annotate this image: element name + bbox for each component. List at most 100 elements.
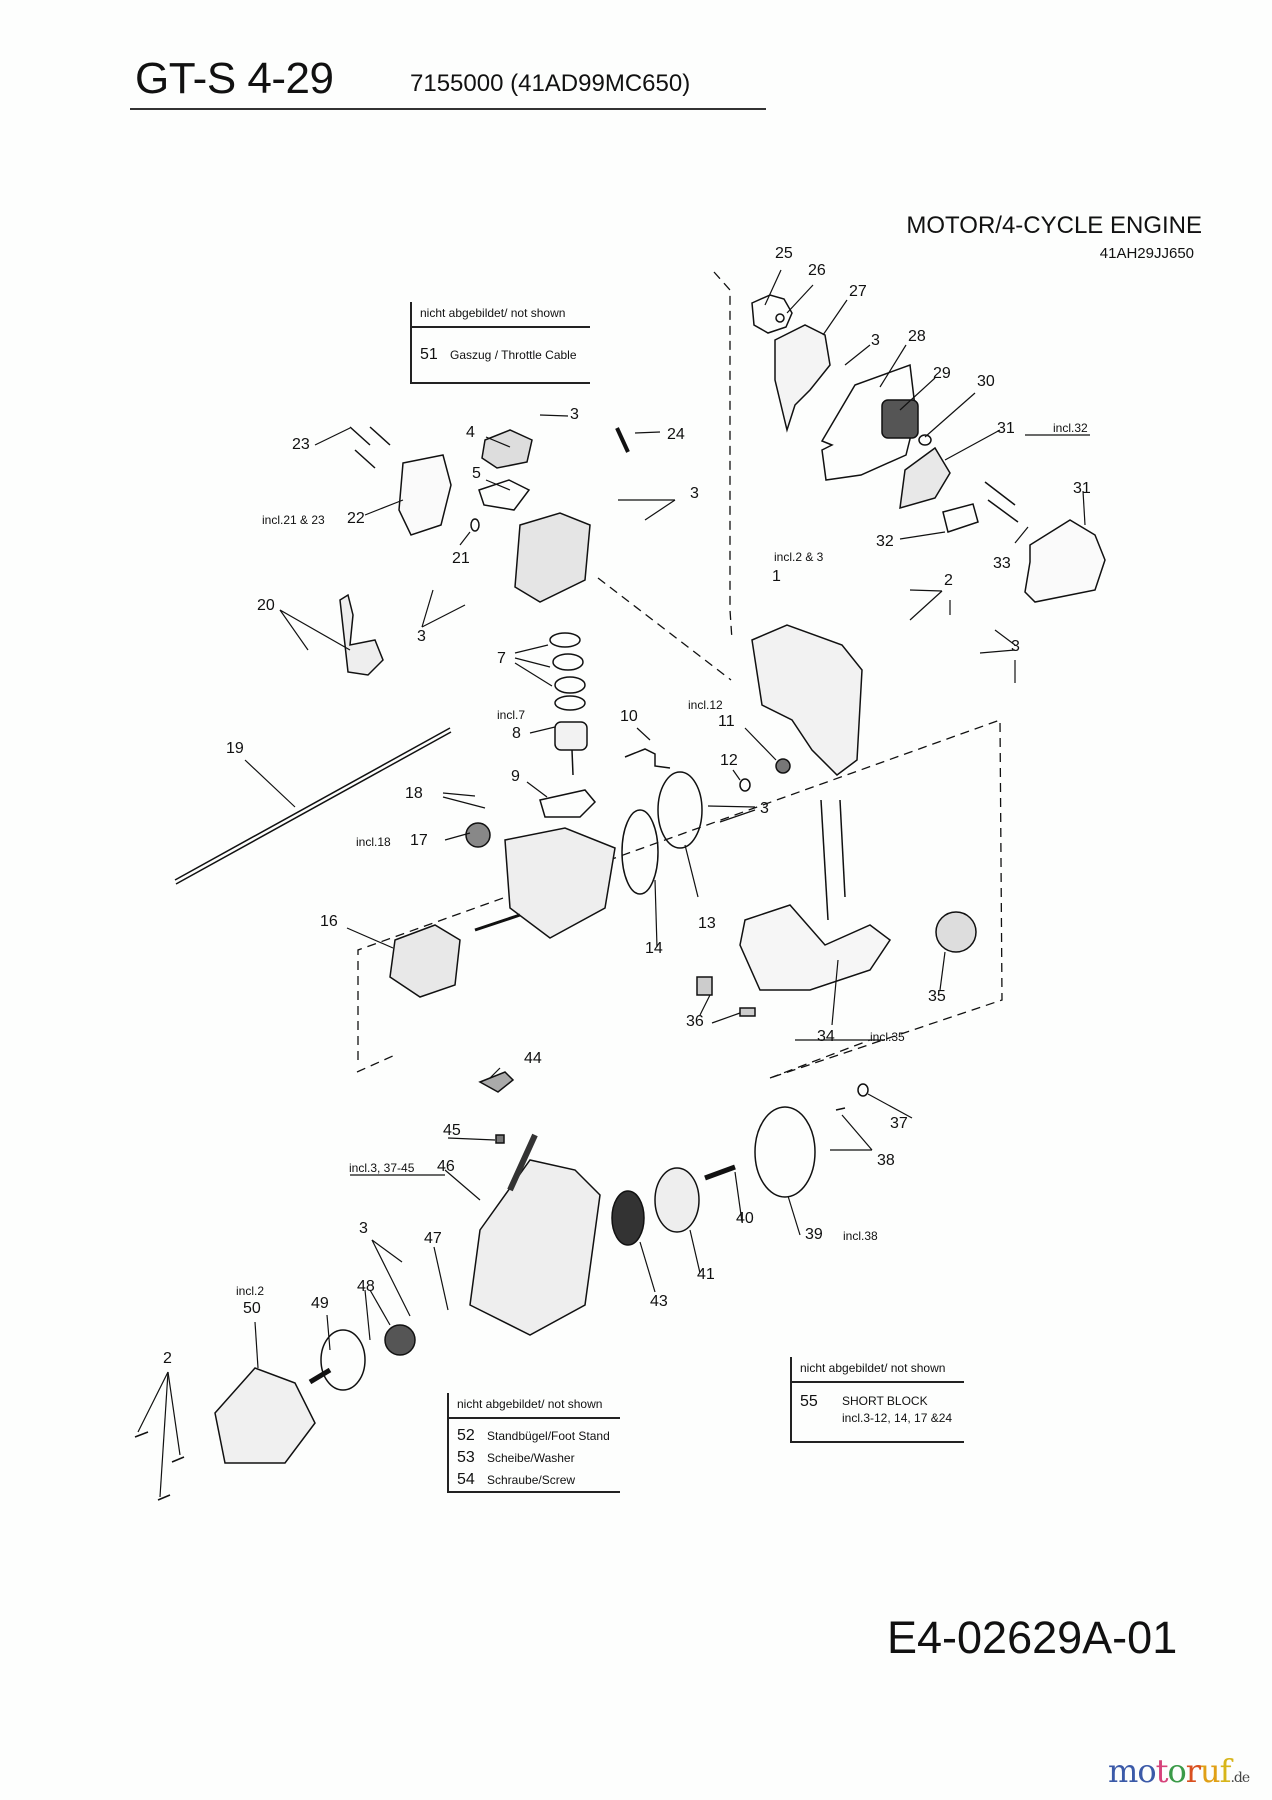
part-12-ring (739, 778, 751, 792)
callout-48: 48 (357, 1278, 375, 1295)
include-note-1: incl.2 & 3 (774, 550, 824, 564)
cylinder (514, 512, 591, 603)
part-7-ring (552, 653, 584, 671)
item-number: 55 (800, 1393, 818, 1410)
callout-35: 35 (928, 988, 946, 1005)
not-shown-heading: nicht abgebildet/ not shown (792, 1357, 964, 1383)
callout-44: 44 (524, 1050, 542, 1067)
part-49-clutch-drum (320, 1329, 366, 1391)
callout-41: 41 (697, 1266, 715, 1283)
part-7-ring (549, 632, 581, 648)
item-text: Scheibe/Washer (487, 1451, 575, 1465)
include-note-31: incl.32 (1053, 421, 1088, 435)
callout-10: 10 (620, 708, 638, 725)
callout-50: 50 (243, 1300, 261, 1317)
part-23-screw (349, 426, 371, 446)
callout-22: 22 (347, 510, 365, 527)
callout-14: 14 (645, 940, 663, 957)
callout-9: 9 (511, 768, 520, 785)
item-text: Standbügel/Foot Stand (487, 1429, 610, 1443)
not-shown-heading: nicht abgebildet/ not shown (412, 302, 590, 328)
not-shown-box-51: nicht abgebildet/ not shown 51 Gaszug / … (410, 302, 590, 384)
part-27-holder (774, 324, 831, 433)
part-25-gasket (751, 294, 793, 334)
callout-34: 34 (817, 1028, 835, 1045)
callout-17: 17 (410, 832, 428, 849)
callout-19: 19 (226, 740, 244, 757)
not-shown-box-55: nicht abgebildet/ not shown 55 SHORT BLO… (790, 1357, 964, 1443)
callout-43: 43 (650, 1293, 668, 1310)
part-43-spring (611, 1190, 645, 1246)
callout-46: 46 (437, 1158, 455, 1175)
callout-3: 3 (417, 628, 426, 645)
item-text: SHORT BLOCK (842, 1394, 928, 1408)
not-shown-item: 53 Scheibe/Washer (449, 1447, 620, 1469)
part-28-plate (820, 363, 917, 481)
callout-32: 32 (876, 533, 894, 550)
not-shown-box-52-54: nicht abgebildet/ not shown 52 Standbüge… (447, 1393, 620, 1493)
part-2-screw (171, 1456, 185, 1463)
item-text: Gaszug / Throttle Cable (450, 348, 577, 362)
part-26-nut (775, 313, 785, 323)
part-14-oring (621, 809, 659, 895)
not-shown-item: 51 Gaszug / Throttle Cable (412, 328, 590, 366)
callout-2: 2 (163, 1350, 172, 1367)
include-note-11: incl.12 (688, 698, 723, 712)
not-shown-item: 55 SHORT BLOCK incl.3-12, 14, 17 &24 (792, 1383, 964, 1429)
not-shown-heading: nicht abgebildet/ not shown (449, 1393, 620, 1419)
include-note-8: incl.7 (497, 708, 526, 722)
part-35-fuel-cap (935, 911, 977, 953)
part-32-filter (942, 503, 979, 533)
part-1-housing (751, 624, 863, 776)
callout-3: 3 (760, 800, 769, 817)
logo-letter: o (1167, 1752, 1186, 1790)
part-30-ring (918, 434, 932, 446)
logo-tld: .de (1230, 1770, 1250, 1786)
part-2-screw (157, 1494, 171, 1501)
part-9-gasket (539, 789, 597, 818)
item-number: 53 (457, 1449, 475, 1466)
callout-3: 3 (570, 406, 579, 423)
logo-letter: m (1108, 1752, 1138, 1790)
crankcase (504, 827, 616, 939)
include-note-50: incl.2 (236, 1284, 265, 1298)
callout-5: 5 (472, 465, 481, 482)
callout-40: 40 (736, 1210, 754, 1227)
part-31-cover (1024, 519, 1106, 603)
callout-33: 33 (993, 555, 1011, 572)
item-number: 54 (457, 1471, 475, 1488)
part-19-cable (174, 727, 451, 881)
callout-11: 11 (718, 713, 735, 730)
part-4-valve-cover (481, 429, 533, 469)
callout-39: 39 (805, 1226, 823, 1243)
logo-letter: o (1137, 1752, 1156, 1790)
part-7-ring (554, 695, 586, 711)
part-29-carburetor (881, 399, 919, 439)
callout-1: 1 (772, 568, 781, 585)
logo-letter: f (1219, 1752, 1232, 1790)
item-text: Schraube/Screw (487, 1473, 576, 1487)
part-17-part (465, 822, 491, 848)
callout-7: 7 (497, 650, 506, 667)
logo-letter: t (1155, 1752, 1169, 1790)
part-21-oring (470, 518, 480, 532)
callout-30: 30 (977, 373, 995, 390)
motoruf-logo[interactable]: motoruf.de (1108, 1752, 1250, 1790)
callout-28: 28 (908, 328, 926, 345)
callout-3: 3 (690, 485, 699, 502)
callout-20: 20 (257, 597, 275, 614)
part-48-clutch (384, 1324, 416, 1356)
include-note-17: incl.18 (356, 835, 391, 849)
section-title: MOTOR/4-CYCLE ENGINE (906, 212, 1202, 239)
part-numbers: 7155000 (41AD99MC650) (410, 70, 691, 97)
callout-2: 2 (944, 572, 953, 589)
callout-27: 27 (849, 283, 867, 300)
section-code: 41AH29JJ650 (1099, 245, 1194, 262)
part-34-fuel-tank (739, 904, 892, 991)
not-shown-item: 52 Standbügel/Foot Stand (449, 1419, 620, 1447)
include-note-34: incl.35 (870, 1030, 905, 1044)
part-8-piston (554, 721, 588, 751)
callout-31-cover: 31 (1073, 480, 1091, 497)
include-note-46: incl.3, 37-45 (349, 1161, 415, 1175)
